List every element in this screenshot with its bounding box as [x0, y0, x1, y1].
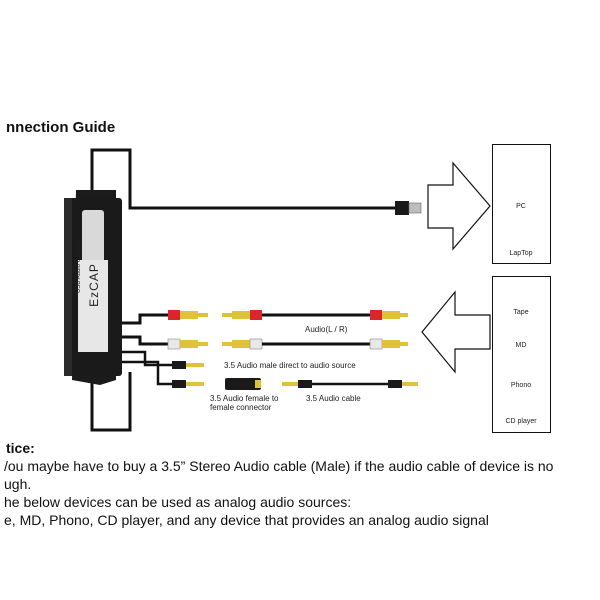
computers-box — [492, 144, 551, 264]
rca-white-cable-left — [167, 338, 208, 350]
device-brand-label: EzCAP — [87, 263, 101, 307]
source-label-tape: Tape — [513, 309, 529, 316]
label-male-direct: 3.5 Audio male direct to audio source — [224, 361, 356, 370]
label-audio-lr: Audio(L / R) — [305, 325, 348, 334]
aux-cable — [282, 380, 418, 388]
arrow-to-computers-icon — [427, 161, 491, 251]
aux-wire-2 — [122, 360, 172, 386]
sources-box — [492, 276, 551, 433]
usb-wire — [90, 148, 395, 210]
notice-line-3: he below devices can be used as analog a… — [4, 494, 352, 510]
device-bottom-wire — [90, 372, 132, 432]
usb-plug-body — [395, 201, 409, 215]
arrow-from-sources-icon — [421, 290, 491, 374]
page-title: nnection Guide — [6, 119, 116, 136]
female-coupler — [225, 378, 261, 390]
notice-line-2: ugh. — [4, 476, 32, 492]
usb-plug-tip — [408, 202, 422, 214]
source-label-phono: Phono — [510, 382, 532, 389]
device-subtitle-label: USB Audio Capture — [76, 240, 82, 294]
rca-red-cable-center — [222, 310, 408, 320]
diagram-canvas — [64, 148, 551, 432]
rca-white-wire — [122, 335, 168, 346]
rca-red-cable-left — [168, 310, 208, 320]
rca-white-cable-center — [222, 338, 408, 350]
aux-male-plug-1 — [172, 361, 204, 369]
label-female-connector-1: 3.5 Audio female to — [210, 394, 279, 403]
notice-heading: tice: — [6, 440, 35, 456]
notice-line-1: /ou maybe have to buy a 3.5” Stereo Audi… — [4, 458, 554, 474]
rca-red-wire — [122, 313, 168, 325]
computer-label-laptop: LapTop — [509, 250, 533, 257]
aux-male-plug-2 — [172, 380, 204, 388]
source-label-md: MD — [515, 342, 527, 349]
computer-label-pc: PC — [516, 203, 526, 210]
label-audio-cable: 3.5 Audio cable — [306, 394, 361, 403]
label-female-connector-2: female connector — [210, 403, 272, 412]
capture-device — [64, 190, 122, 385]
source-label-cd: CD player — [505, 418, 537, 425]
notice-line-4: e, MD, Phono, CD player, and any device … — [4, 512, 489, 528]
